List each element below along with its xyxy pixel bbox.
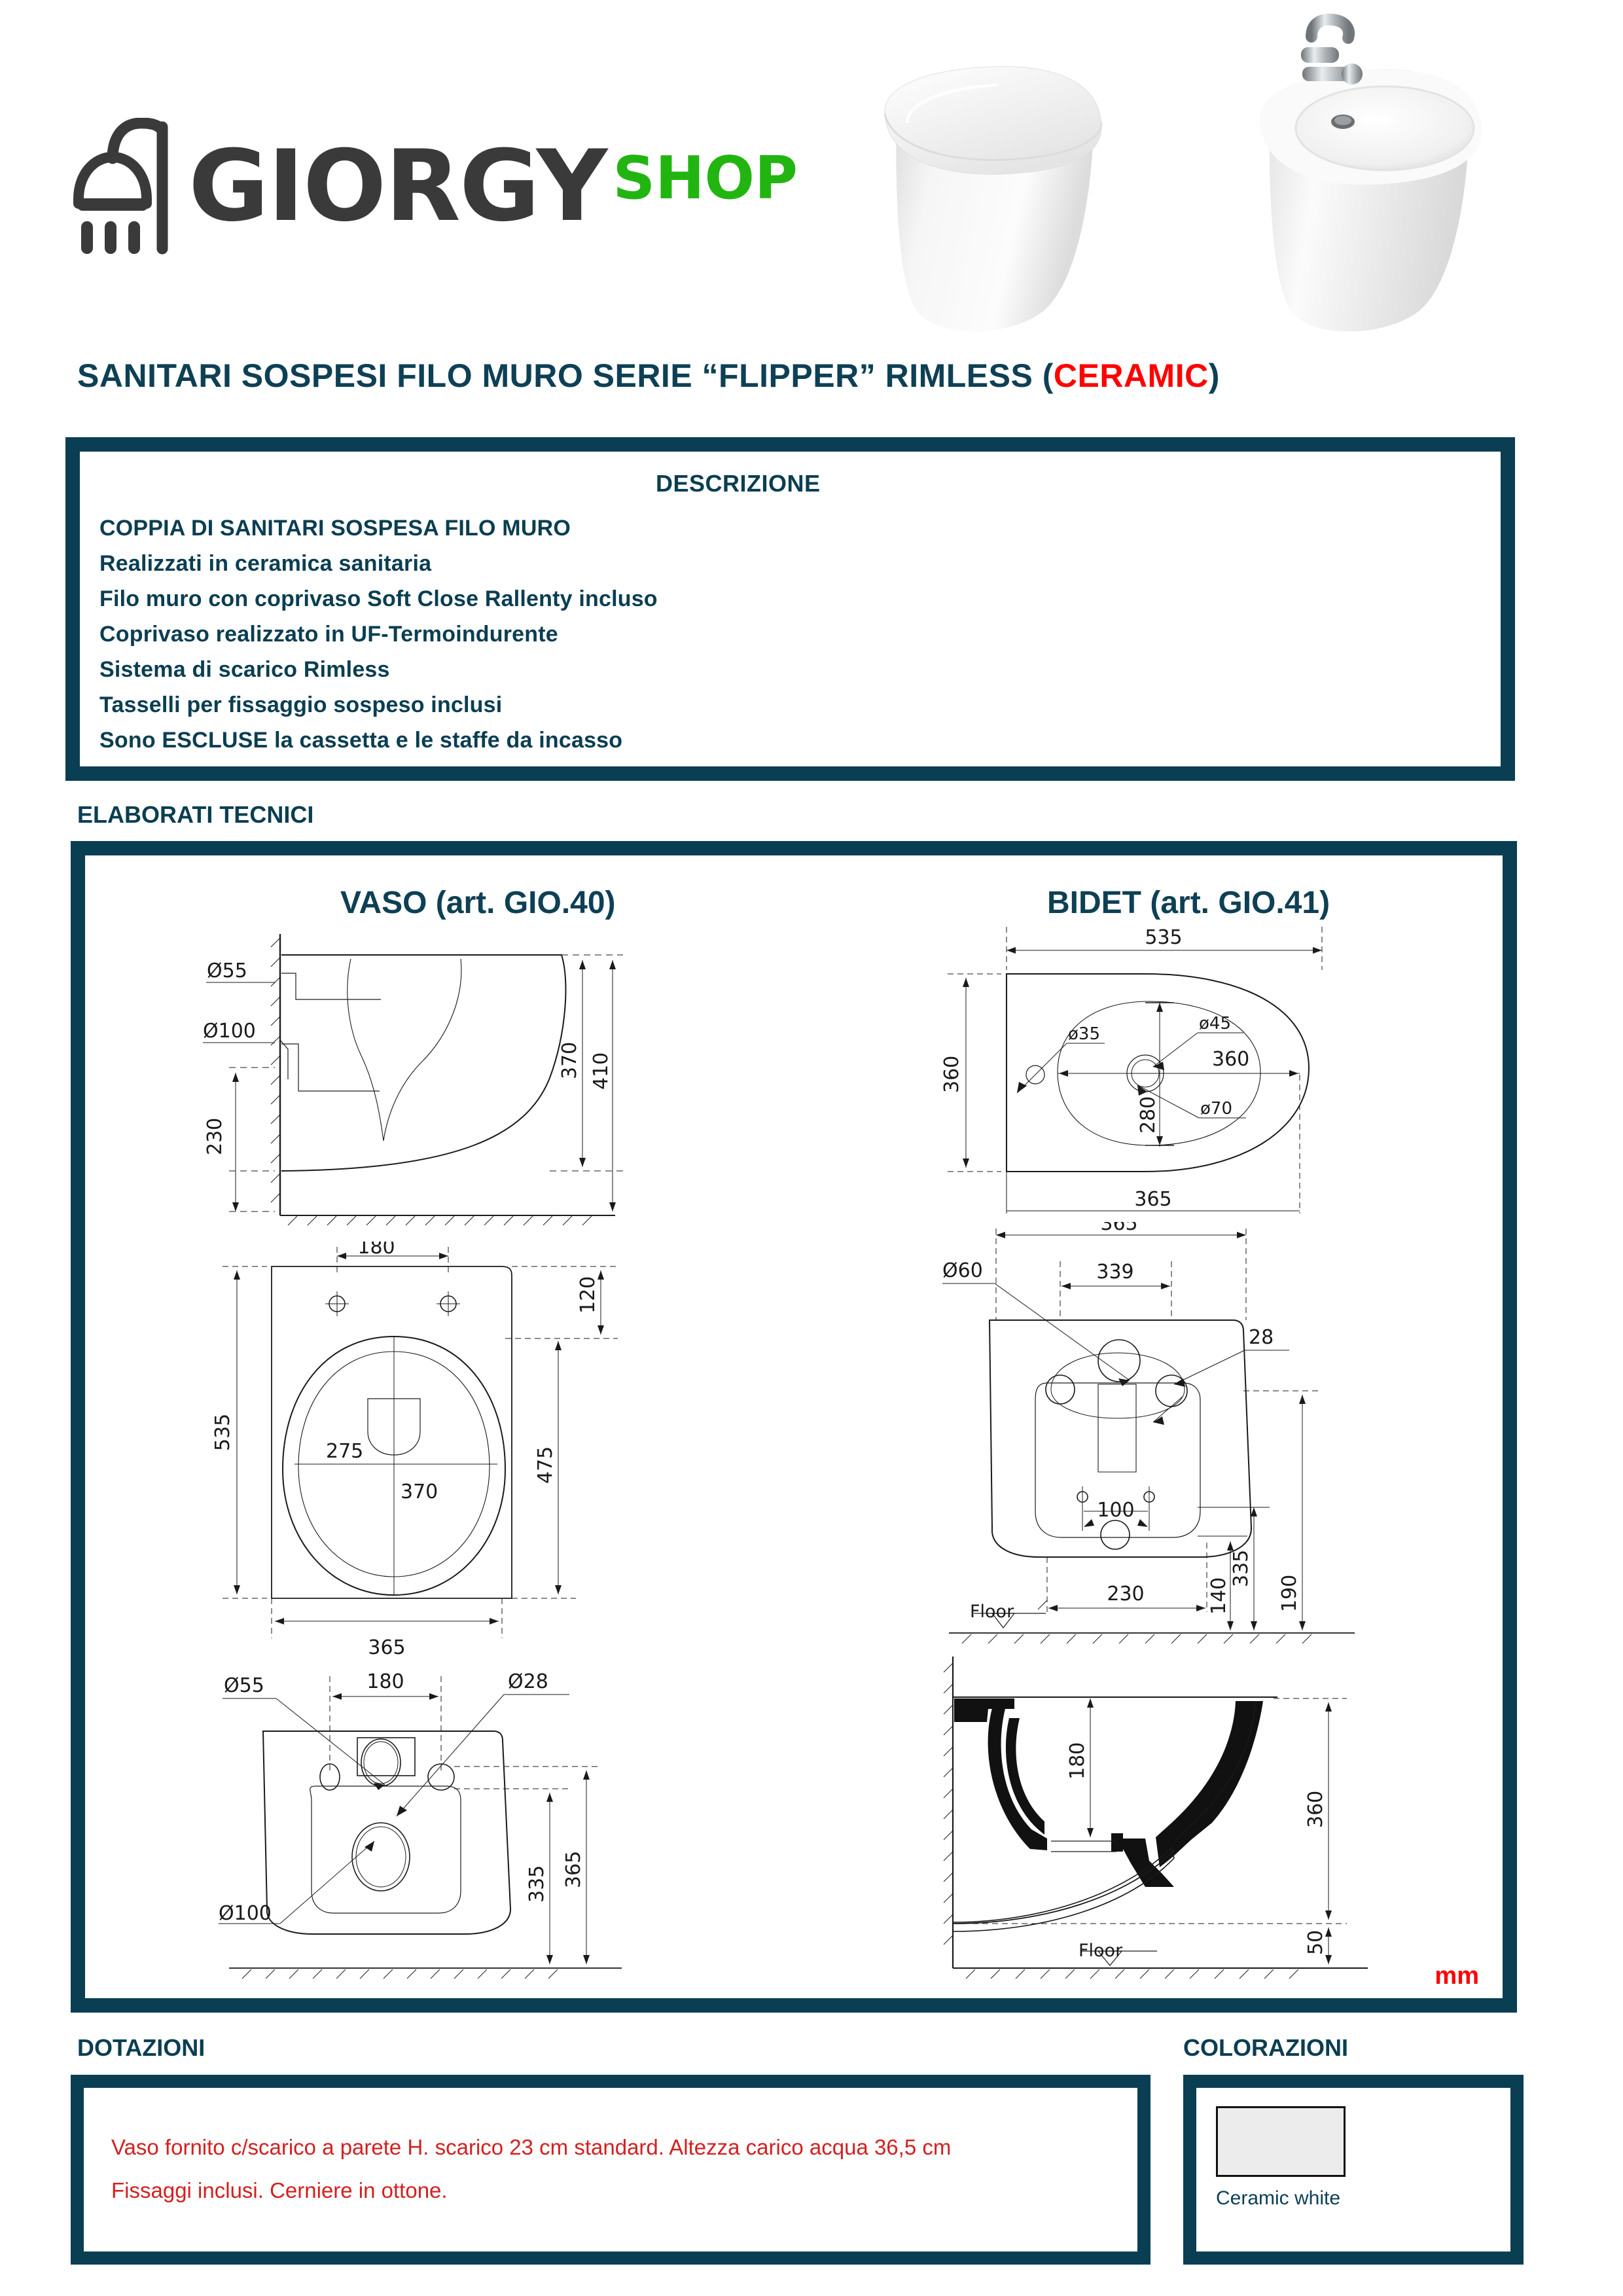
brand-name: GIORGY — [188, 130, 607, 243]
list-item: Sistema di scarico Rimless — [99, 657, 390, 682]
bidet-photo — [1260, 13, 1482, 332]
dimension-label: 180 — [1066, 1742, 1089, 1780]
dimension-label: 50 — [1304, 1930, 1327, 1955]
equipment-box: Vaso fornito c/scarico a parete H. scari… — [71, 2075, 1150, 2265]
equipment-section-label: DOTAZIONI — [77, 2034, 205, 2061]
dimension-label: 275 — [326, 1440, 363, 1463]
dimension-label: 365 — [1134, 1188, 1171, 1211]
dimension-label: ø35 — [1068, 1024, 1100, 1044]
dimension-label: 120 — [577, 1276, 599, 1314]
description-list: COPPIA DI SANITARI SOSPESA FILO MURO Rea… — [99, 511, 658, 758]
list-item: Sono ESCLUSE la cassetta e le staffe da … — [99, 728, 623, 753]
dimension-label: 230 — [1107, 1583, 1144, 1605]
toilet-photo — [883, 66, 1103, 332]
technical-drawings-inner: VASO (art. GIO.40) BIDET (art. GIO.41) — [85, 855, 1503, 1998]
page-title: SANITARI SOSPESI FILO MURO SERIE “FLIPPE… — [77, 357, 1517, 395]
vaso-drawing-title: VASO (art. GIO.40) — [340, 886, 616, 920]
description-heading: DESCRIZIONE — [656, 470, 821, 497]
bidet-front-view-drawing: 365 Ø60 339 28 100 335 230 140 190 Floor — [942, 1222, 1355, 1644]
product-photo-group — [883, 13, 1482, 332]
dimension-label: 230 — [204, 1118, 226, 1155]
brand-suffix: SHOP — [613, 144, 798, 213]
dimension-label: Ø55 — [207, 960, 247, 982]
list-item: Tasselli per fissaggio sospeso inclusi — [99, 692, 503, 717]
dimension-label: 360 — [1212, 1048, 1249, 1071]
dimension-label: 370 — [558, 1042, 581, 1079]
dimension-label: 360 — [940, 1056, 963, 1093]
shower-head-icon — [73, 118, 168, 255]
vaso-side-view-drawing: Ø55 Ø100 230 370 410 — [203, 934, 623, 1226]
list-item: Coprivaso realizzato in UF-Termoindurent… — [99, 622, 558, 647]
colors-box-inner: Ceramic white — [1196, 2088, 1510, 2251]
floor-label: Floor — [970, 1602, 1014, 1622]
dimension-label: 335 — [526, 1865, 548, 1903]
equipment-line-2: Fissaggi inclusi. Cerniere in ottone. — [111, 2178, 448, 2202]
dimension-label: Ø100 — [219, 1902, 272, 1925]
dimension-label: 335 — [1230, 1550, 1253, 1587]
technical-drawings-box: VASO (art. GIO.40) BIDET (art. GIO.41) — [71, 841, 1517, 2013]
page-title-highlight: CERAMIC — [1053, 357, 1209, 394]
bidet-section-view-drawing: 180 360 50 Floor — [943, 1657, 1368, 1979]
dimension-label: 280 — [1137, 1096, 1160, 1134]
equipment-text: Vaso fornito c/scarico a parete H. scari… — [111, 2126, 951, 2212]
dimension-label: 535 — [1145, 926, 1182, 949]
dimension-label: Ø60 — [942, 1259, 983, 1282]
technical-section-label: ELABORATI TECNICI — [77, 801, 314, 828]
page-title-main: SANITARI SOSPESI FILO MURO SERIE “FLIPPE… — [77, 357, 1054, 394]
bidet-drawing-title: BIDET (art. GIO.41) — [1047, 886, 1330, 920]
dimension-label: Ø28 — [508, 1670, 548, 1693]
color-swatch — [1216, 2106, 1346, 2177]
colors-box: Ceramic white — [1183, 2075, 1524, 2265]
dimension-label: 365 — [368, 1636, 405, 1659]
unit-label: mm — [1435, 1962, 1479, 1990]
equipment-line-1: Vaso fornito c/scarico a parete H. scari… — [111, 2135, 952, 2159]
dimension-label: 339 — [1096, 1261, 1133, 1283]
color-swatch-label: Ceramic white — [1216, 2187, 1341, 2209]
dimension-label: Ø100 — [203, 1020, 256, 1043]
dimension-label: 180 — [357, 1242, 395, 1259]
equipment-box-inner: Vaso fornito c/scarico a parete H. scari… — [84, 2088, 1137, 2251]
dimension-label: 360 — [1304, 1791, 1327, 1828]
dimension-label: 365 — [562, 1851, 585, 1888]
dimension-label: 180 — [366, 1670, 404, 1693]
floor-label: Floor — [1079, 1941, 1123, 1961]
dimension-label: 28 — [1249, 1326, 1274, 1349]
dimension-label: 535 — [211, 1414, 234, 1451]
page-header: GIORGY SHOP — [0, 0, 1623, 347]
dimension-label: ø70 — [1200, 1099, 1232, 1119]
page-title-tail: ) — [1208, 357, 1220, 394]
vaso-front-view-drawing: Ø55 180 Ø28 335 365 Ø100 — [219, 1670, 622, 1979]
dimension-label: 410 — [590, 1052, 613, 1090]
dimension-label: 190 — [1278, 1575, 1301, 1612]
description-box-inner: DESCRIZIONE COPPIA DI SANITARI SOSPESA F… — [80, 452, 1501, 766]
vaso-plan-view-drawing: 180 120 535 275 370 475 365 — [211, 1242, 618, 1659]
list-item: COPPIA DI SANITARI SOSPESA FILO MURO — [99, 516, 571, 541]
dimension-label: 100 — [1097, 1499, 1134, 1522]
dimension-label: 365 — [1100, 1222, 1137, 1235]
colors-section-label: COLORAZIONI — [1183, 2034, 1348, 2061]
dimension-label: Ø55 — [224, 1674, 264, 1697]
list-item: Realizzati in ceramica sanitaria — [99, 551, 432, 576]
dimension-label: 475 — [534, 1446, 557, 1484]
brand-logo: GIORGY SHOP — [72, 118, 798, 255]
description-box: DESCRIZIONE COPPIA DI SANITARI SOSPESA F… — [65, 437, 1515, 781]
bidet-plan-view-drawing: 535 360 ø35 ø45 360 280 ø70 365 — [940, 926, 1323, 1213]
dimension-label: 140 — [1207, 1577, 1230, 1615]
dimension-label: 370 — [401, 1480, 438, 1503]
bidet-faucet — [1301, 13, 1363, 112]
dimension-label: ø45 — [1199, 1014, 1231, 1033]
list-item: Filo muro con coprivaso Soft Close Ralle… — [99, 586, 658, 611]
